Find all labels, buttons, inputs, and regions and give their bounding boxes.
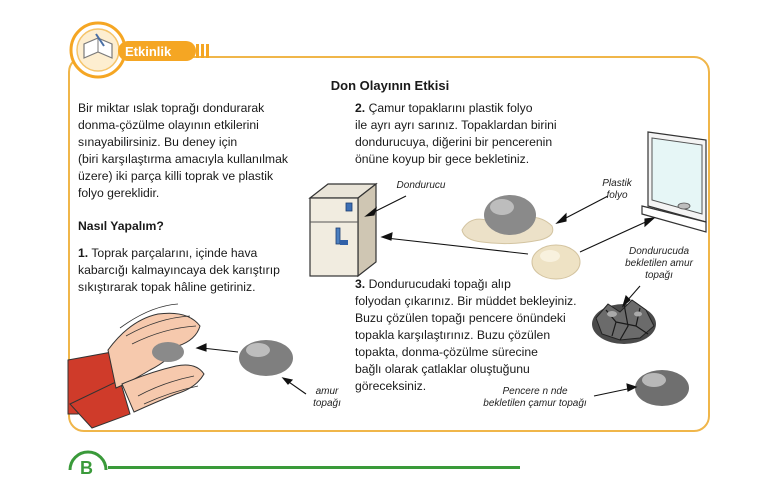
- cracked-clump: [592, 299, 656, 344]
- arrows: [195, 195, 656, 397]
- frozen-clump-label: Dondurucuda bekletilen amur topağı: [625, 246, 693, 281]
- step-line: Çamur topaklarını plastik folyo: [368, 101, 533, 115]
- window-illustration: [641, 131, 707, 233]
- intro-line: donma-çözülme olayının etkilerini: [78, 118, 259, 132]
- step-number: 1.: [78, 246, 89, 260]
- bottom-badge-letter: B: [80, 458, 93, 478]
- badge-label: Etkinlik: [125, 44, 172, 59]
- freezer-illustration: [308, 182, 378, 278]
- how-heading: Nasıl Yapalım?: [78, 219, 164, 233]
- step-number: 3.: [355, 277, 366, 291]
- step-line: Toprak parçalarını, içinde hava: [91, 246, 258, 260]
- step-1: 1. Toprak parçalarını, içinde hava kabar…: [78, 245, 318, 296]
- plastic-foil-label: Plastik folyo: [602, 178, 632, 201]
- step-line: ile ayrı ayrı sarınız. Topaklardan birin…: [355, 118, 557, 132]
- step-line: topakta, donma-çözülme sürecine: [355, 345, 538, 359]
- step-line: kabarcığı kalmayıncaya dek karıştırıp: [78, 263, 280, 277]
- step-line: Dondurucudaki topağı alıp: [368, 277, 511, 291]
- page-title: Don Olayının Etkisi: [330, 78, 450, 93]
- intro-line: Bir miktar ıslak toprağı dondurarak: [78, 101, 265, 115]
- step-line: bağlı olarak çatlaklar oluştuğunu: [355, 362, 530, 376]
- step-line: Buzu çözülen topağı pencere önündeki: [355, 311, 566, 325]
- hands-illustration: [67, 303, 205, 429]
- foil-wrapped-clump: [461, 195, 554, 245]
- clay-clump: [239, 340, 293, 376]
- intro-paragraph: Bir miktar ıslak toprağı dondurarak donm…: [78, 100, 318, 202]
- etkinlik-badge: [69, 21, 209, 79]
- step-line: folyodan çıkarınız. Bir müddet bekleyini…: [355, 294, 577, 308]
- book-icon: [83, 33, 113, 59]
- freezer-label: Dondurucu: [396, 180, 446, 191]
- step-number: 2.: [355, 101, 366, 115]
- step-3: 3. Dondurucudaki topağı alıp folyodan çı…: [355, 276, 605, 395]
- step-line: topakla karşılaştırınız. Buzu çözülen: [355, 328, 551, 342]
- intro-line: (biri karşılaştırma amacıyla kullanılmak: [78, 152, 288, 166]
- step-line: göreceksiniz.: [355, 379, 427, 393]
- intro-line: üzere) iki parça killi toprak ve plastik: [78, 169, 274, 183]
- clay-clump-label: amur topağı: [313, 386, 341, 409]
- bottom-badge: [68, 450, 520, 470]
- window-clump: [635, 370, 689, 406]
- window-clump-label: Pencere n nde bekletilen çamur topağı: [483, 386, 587, 409]
- intro-line: sınayabilirsiniz. Bu deney için: [78, 135, 238, 149]
- step-2: 2. Çamur topaklarını plastik folyo ile a…: [355, 100, 615, 168]
- step-line: dondurucuya, diğerini bir pencerenin: [355, 135, 553, 149]
- step-line: sıkıştırarak topak hâline getiriniz.: [78, 280, 256, 294]
- intro-line: folyo gereklidir.: [78, 186, 160, 200]
- wrapped-clump-small: [531, 244, 581, 280]
- step-line: önüne koyup bir gece bekletiniz.: [355, 152, 530, 166]
